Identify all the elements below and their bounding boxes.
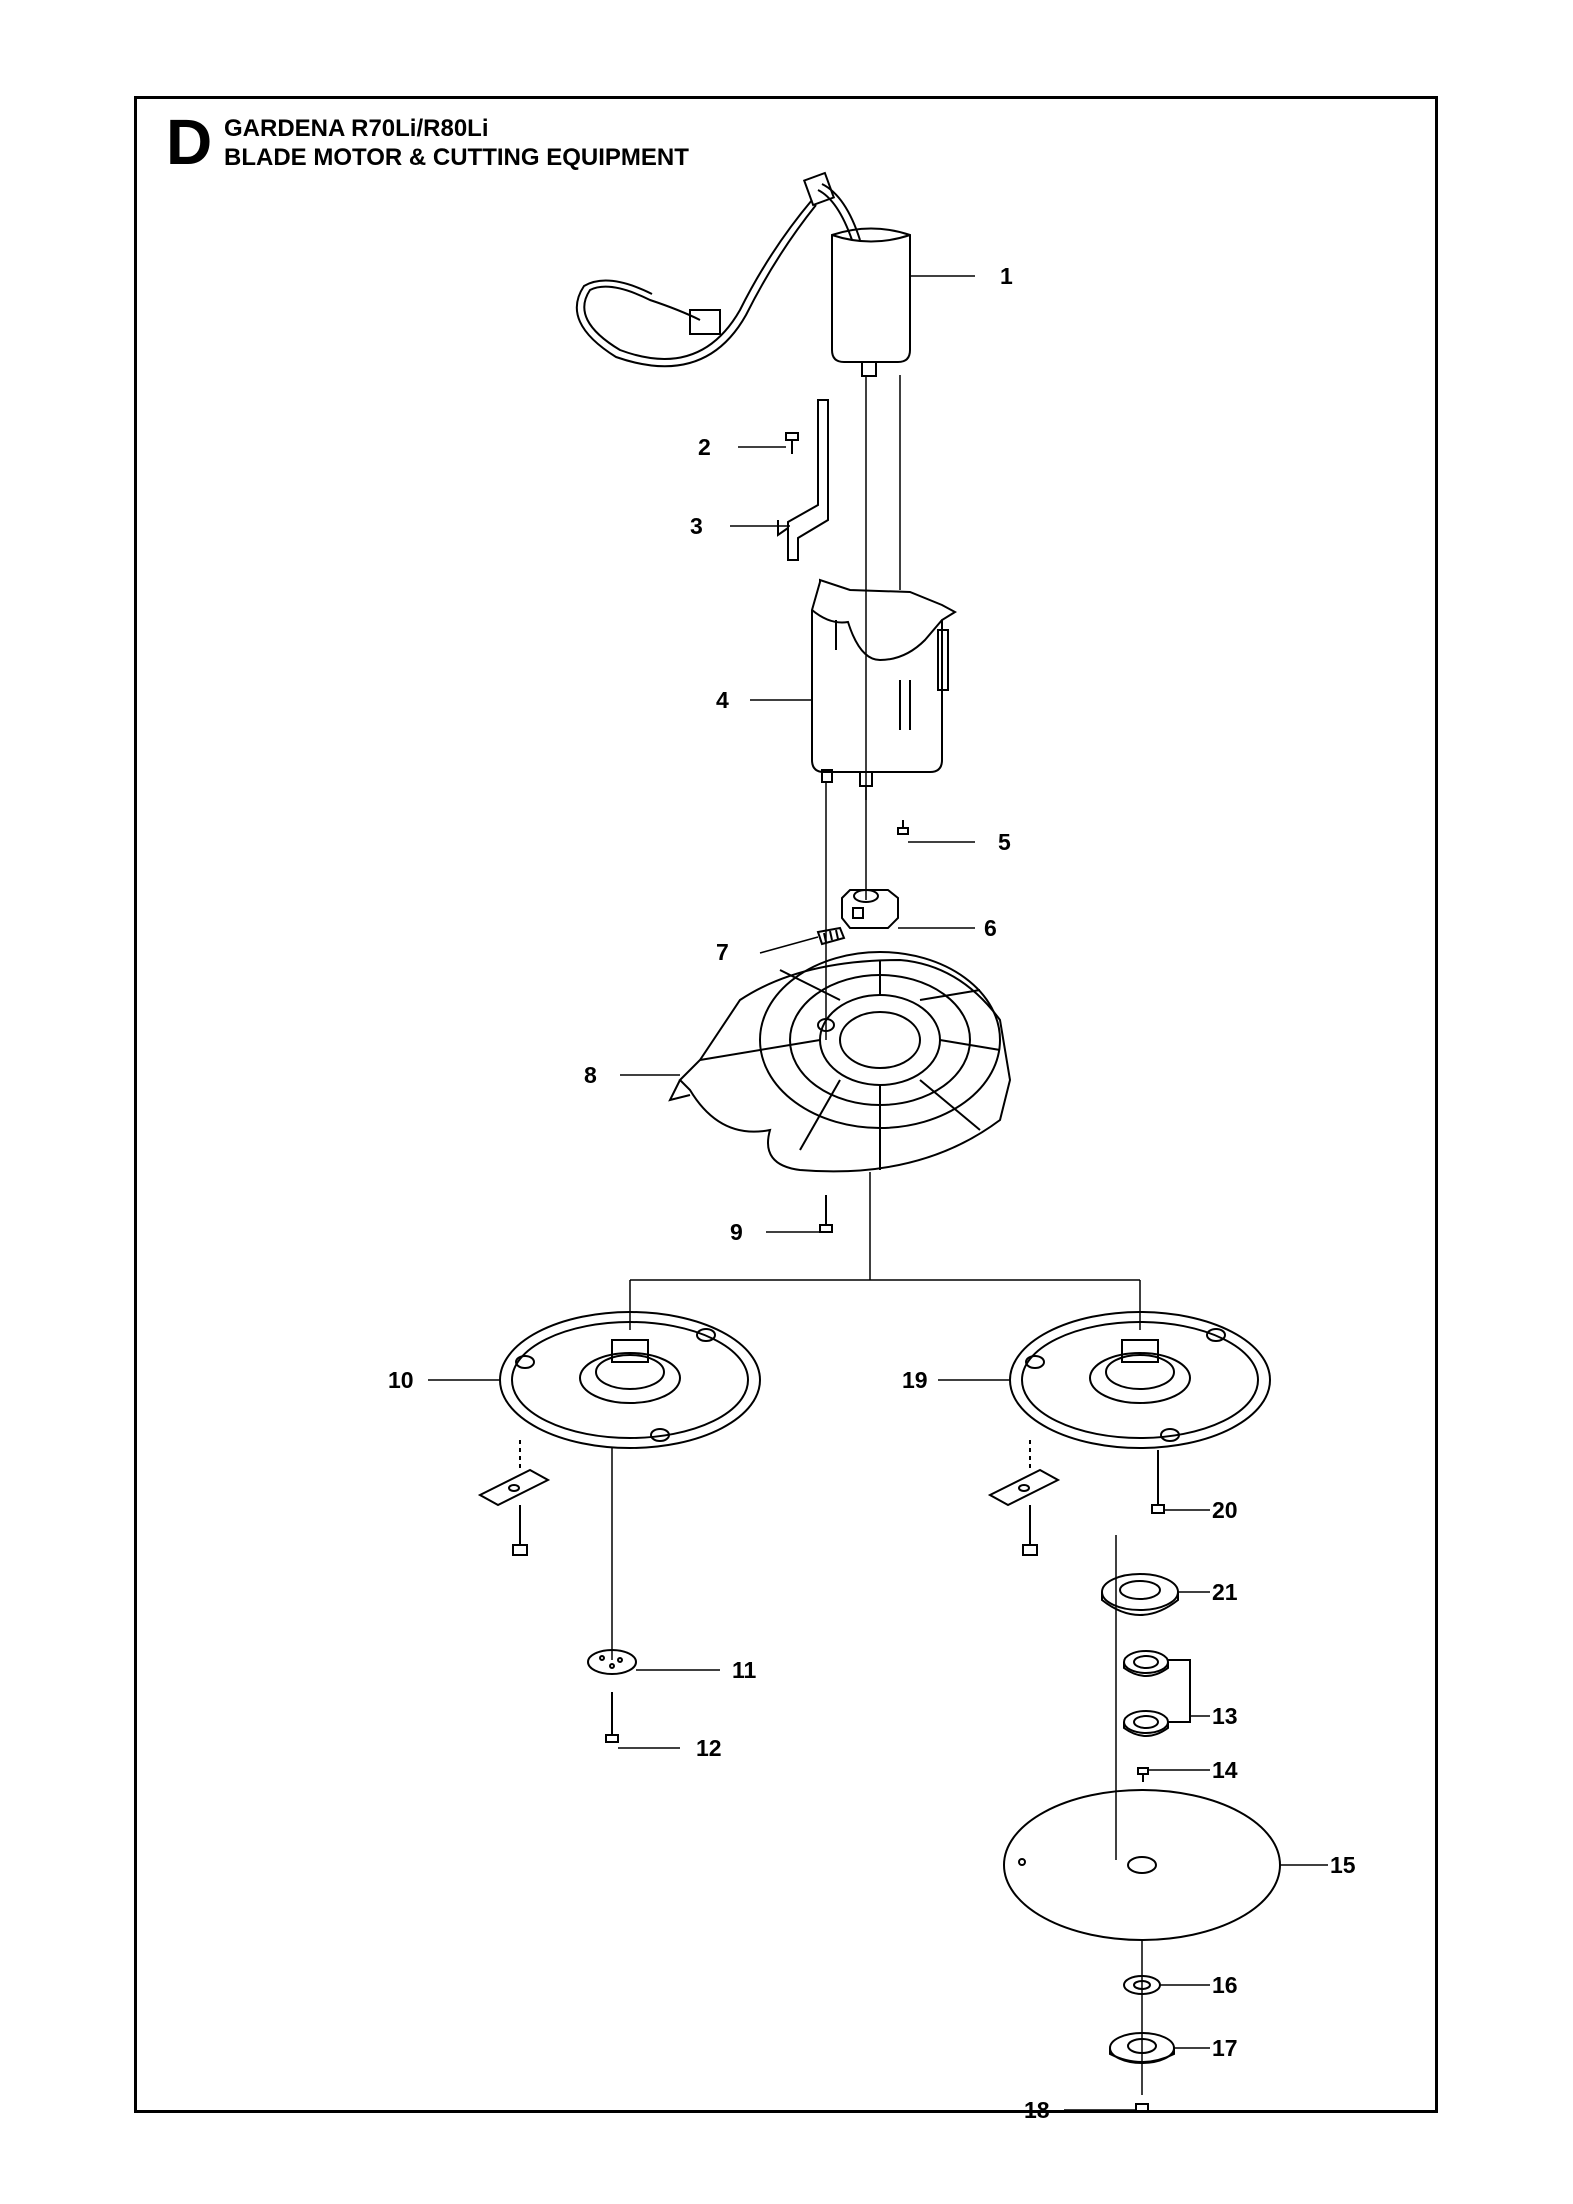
callout-14: 14 (1212, 1757, 1238, 1783)
callout-17: 17 (1212, 2035, 1238, 2061)
callout-2: 2 (698, 434, 711, 460)
callout-12: 12 (696, 1735, 722, 1761)
callout-6: 6 (984, 915, 997, 941)
part-knife-left (477, 1440, 551, 1556)
part-motor-housing (811, 578, 958, 787)
callout-11: 11 (732, 1657, 757, 1683)
callout-19: 19 (902, 1367, 928, 1393)
part-disc-15 (1003, 1789, 1281, 1941)
model-name: GARDENA R70Li/R80Li (224, 115, 489, 142)
callout-3: 3 (690, 513, 703, 539)
callout-7: 7 (716, 939, 729, 965)
part-blade-disc-19 (1009, 1311, 1271, 1449)
callout-8: 8 (584, 1062, 597, 1088)
part-screw-9 (819, 1195, 833, 1233)
part-grub-screw (816, 926, 846, 946)
callout-10: 10 (388, 1367, 414, 1393)
leader-lines (428, 275, 1328, 2111)
callout-9: 9 (730, 1219, 743, 1245)
part-screw-14 (1137, 1767, 1149, 1782)
diagram-title: BLADE MOTOR & CUTTING EQUIPMENT (224, 144, 689, 171)
part-screw-12 (605, 1692, 619, 1743)
callout-labels: 1 2 3 4 5 6 7 8 9 10 11 12 13 14 15 16 1… (388, 263, 1356, 2123)
part-blade-disc-10 (499, 1311, 761, 1449)
part-bracket-3 (777, 399, 829, 561)
callout-16: 16 (1212, 1972, 1238, 1998)
callout-21: 21 (1212, 1579, 1238, 1605)
callout-5: 5 (998, 829, 1011, 855)
section-letter: D (166, 106, 213, 178)
callout-18: 18 (1024, 2097, 1050, 2123)
part-screw-20 (1151, 1450, 1165, 1514)
page-frame (134, 96, 1438, 2113)
part-coupling (841, 889, 899, 929)
part-plate-11 (587, 1649, 637, 1675)
callout-1: 1 (1000, 263, 1013, 289)
callout-20: 20 (1212, 1497, 1238, 1523)
part-screw-5 (897, 820, 909, 835)
part-bearings (1123, 1650, 1191, 1737)
part-motor (575, 171, 911, 377)
part-knife-right (987, 1440, 1061, 1556)
callout-13: 13 (1212, 1703, 1238, 1729)
part-bearing-housing (1101, 1573, 1179, 1616)
part-blade-guard (668, 951, 1012, 1173)
callout-4: 4 (716, 687, 729, 713)
callout-15: 15 (1330, 1852, 1356, 1878)
part-screw-18 (1135, 2103, 1149, 2112)
part-screw-2 (785, 432, 799, 454)
